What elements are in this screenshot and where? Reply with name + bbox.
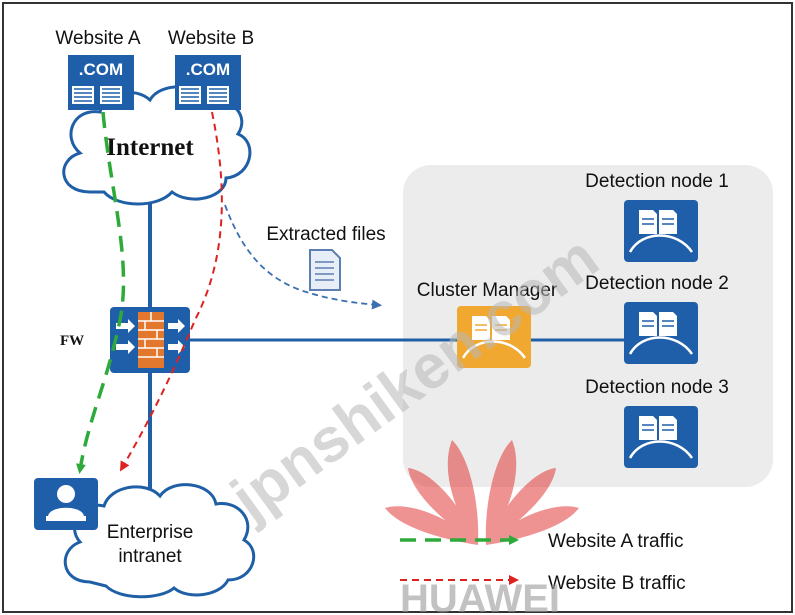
legend-website-b-label: Website B traffic [548, 573, 686, 594]
document-icon [309, 249, 341, 291]
firewall-icon [110, 307, 190, 373]
website-a-label: Website A [55, 28, 141, 49]
detection-node-3-icon [624, 406, 698, 468]
website-a-server-icon [68, 55, 134, 110]
extracted-files-label: Extracted files [266, 224, 385, 245]
cluster-manager-label: Cluster Manager [417, 280, 558, 301]
detection-node-1-label: Detection node 1 [585, 171, 729, 192]
legend-website-a-label: Website A traffic [548, 531, 684, 552]
detection-node-2-label: Detection node 2 [585, 273, 729, 294]
website-b-dotcom-label: .COM [186, 60, 230, 79]
enterprise-intranet-label-line2: intranet [118, 546, 182, 567]
detection-node-1-icon [624, 200, 698, 262]
website-a-traffic-path [76, 111, 126, 474]
extracted-files-path [224, 204, 382, 310]
internet-label: Internet [106, 134, 194, 161]
detection-node-2-icon [624, 302, 698, 364]
huawei-wordmark: HUAWEI [400, 577, 560, 615]
huawei-logo [385, 440, 579, 545]
website-b-label: Website B [168, 28, 254, 49]
user-pc-icon [34, 478, 98, 530]
website-a-dotcom-label: .COM [79, 60, 123, 79]
fw-label: FW [60, 333, 84, 349]
website-b-server-icon [175, 55, 241, 110]
detection-node-3-label: Detection node 3 [585, 377, 729, 398]
enterprise-intranet-label-line1: Enterprise [107, 522, 194, 543]
website-b-traffic-path [119, 111, 223, 472]
cluster-manager-icon [457, 306, 531, 368]
